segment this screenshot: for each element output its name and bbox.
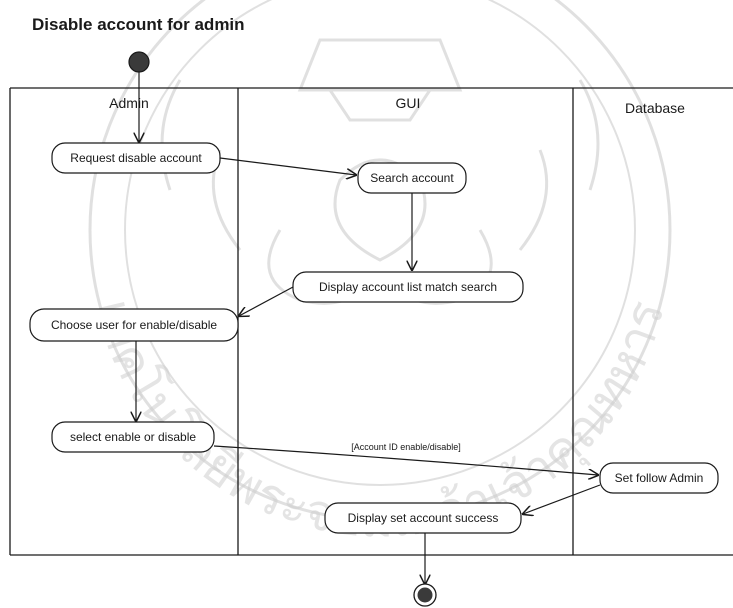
activity-label: Request disable account xyxy=(70,151,202,165)
activity-label: Set follow Admin xyxy=(615,471,704,485)
activity-search-account: Search account xyxy=(357,162,467,194)
diagram-title: Disable account for admin xyxy=(32,15,245,34)
edge-select-to-set-follow xyxy=(213,445,598,475)
activity-set-follow-admin: Set follow Admin xyxy=(599,462,719,494)
activity-display-set-account-success: Display set account success xyxy=(324,502,522,534)
lane-label-admin: Admin xyxy=(109,95,149,111)
lane-label-gui: GUI xyxy=(396,95,421,111)
activity-label: Display account list match search xyxy=(319,280,497,294)
edge-set-follow-to-success xyxy=(523,484,601,514)
edge-request-to-search xyxy=(219,157,356,175)
edge-display-list-to-choose xyxy=(239,286,294,316)
activity-request-disable-account: Request disable account xyxy=(51,142,221,174)
activity-label: Search account xyxy=(370,171,454,185)
activity-display-account-list: Display account list match search xyxy=(292,271,524,303)
activity-choose-user: Choose user for enable/disable xyxy=(29,308,239,342)
final-node xyxy=(413,583,437,607)
activity-select-enable-or-disable: select enable or disable xyxy=(51,421,215,453)
edge-guard-label: [Account ID enable/disable] xyxy=(351,442,461,452)
activity-label: Choose user for enable/disable xyxy=(51,318,217,332)
lane-label-database: Database xyxy=(625,100,685,116)
initial-node xyxy=(128,51,150,73)
activity-label: select enable or disable xyxy=(70,430,196,444)
activity-label: Display set account success xyxy=(348,511,499,525)
